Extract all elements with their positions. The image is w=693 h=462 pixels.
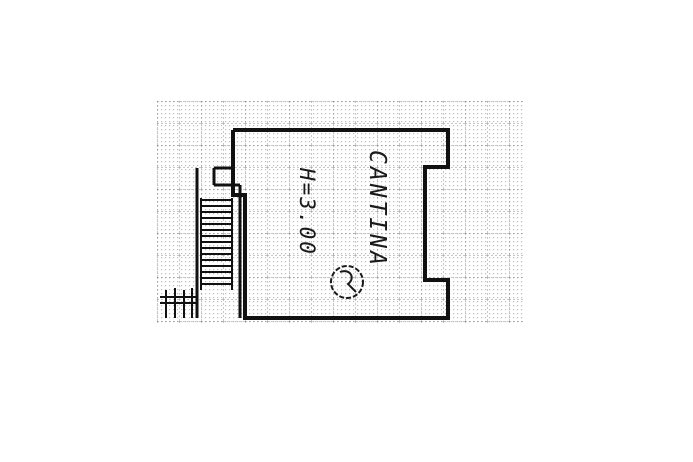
symbol-circle <box>330 265 364 299</box>
symbol-mark <box>339 270 357 293</box>
height-label: H=3.00 <box>295 167 319 256</box>
corridor-walls <box>195 130 242 318</box>
circle-symbol <box>330 265 364 299</box>
railing <box>160 288 197 318</box>
staircase <box>200 198 233 290</box>
grid-background <box>157 101 523 323</box>
room-label: CANTINA <box>364 150 390 268</box>
